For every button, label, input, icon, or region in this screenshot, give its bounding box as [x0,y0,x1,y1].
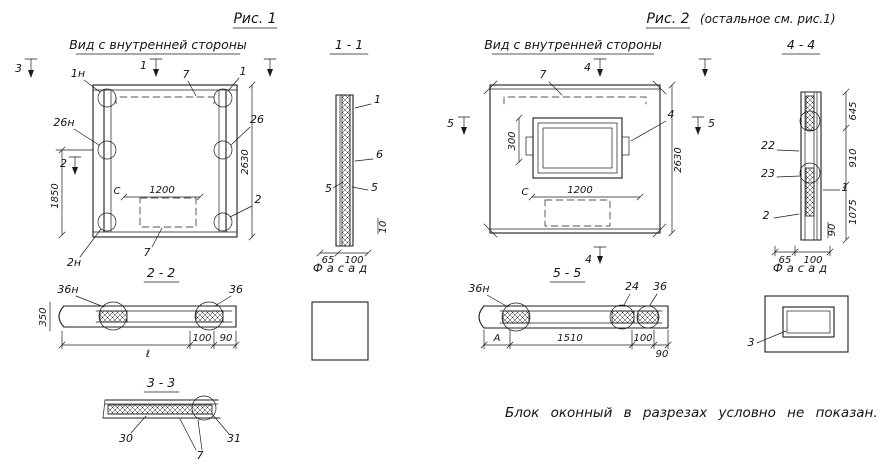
fig2-section-4-4: 22 23 1 2 645 910 1075 90 65 [761,88,859,266]
fig1-sec22-dim-100: 100 [192,333,211,344]
fig2-facade-callout-3: 3 [748,336,755,349]
fig2-sec55-callout-36: 36 [653,280,667,293]
fig2: Рис. 2 (остальное см. рис.1) Вид с внутр… [447,11,878,421]
fig2-sec44-dim-65: 65 [779,255,792,266]
fig1-sec11-callout-5b: 5 [371,181,378,194]
fig2-mark-4-top: 4 [584,61,591,74]
fig2-sec55-dim-a: А [493,333,501,344]
fig2-sec55-dim-100: 100 [633,333,652,344]
fig2-title: Рис. 2 [646,11,689,27]
fig1-sec11-dim-10: 10 [378,221,389,234]
fig1: Рис. 1 Вид с внутренней стороны 1 - 1 3 … [15,11,389,462]
fig1-section-1-1: 1 6 5 5 65 100 10 [316,93,389,266]
fig2-sec44-dim-910: 910 [848,148,859,167]
fig1-dim-c-label: С [114,186,121,197]
fig1-sec11-dim-65: 65 [322,255,335,266]
fig2-section-5-5: 5 - 5 36н 24 36 [468,265,672,360]
fig2-sec55-dim-90: 90 [656,349,669,360]
fig2-dim-1200: 1200 [567,185,592,196]
fig2-mark-5-right: 5 [708,117,715,130]
fig2-sec44-dim-100: 100 [803,255,822,266]
fig1-callout-26: 26 [250,113,264,126]
fig1-sec33-callout-30: 30 [119,432,133,445]
fig1-sec22-callout-36: 36 [229,283,243,296]
fig1-callout-7-top: 7 [183,68,190,81]
fig1-dim-1850: 1850 [50,183,61,208]
fig1-section-2-2: 2 - 2 36н 36 350 [38,265,243,360]
fig2-view-label: Вид с внутренней стороны [484,37,662,52]
fig1-sec33-callout-31: 31 [227,432,241,445]
fig1-sec22-dim-90: 90 [220,333,233,344]
fig2-sec44-dim-645: 645 [848,101,859,120]
fig2-dim-2630: 2630 [673,147,684,172]
fig1-mark-1: 1 [140,59,147,72]
fig1-callout-1n: 1н [71,67,85,80]
fig2-section-marks: 4 5 5 4 [447,58,715,266]
fig1-dim-1200: 1200 [149,185,174,196]
fig1-sec22-title: 2 - 2 [147,265,175,280]
fig1-mark-3: 3 [15,62,22,75]
fig1-callout-26n: 26н [53,116,74,129]
fig1-section-marks: 3 1 2 [15,58,277,175]
fig1-sec33-title: 3 - 3 [147,375,175,390]
fig1-title: Рис. 1 [233,11,276,27]
fig2-sec44-dim-1075: 1075 [848,199,859,224]
fig2-dim-c-label: С [522,187,529,198]
fig1-callout-2n: 2н [67,256,81,269]
fig1-sec22-callout-36n: 36н [57,283,78,296]
fig2-mark-5-left: 5 [447,117,454,130]
fig1-sec33-callout-7: 7 [197,449,204,462]
fig2-callout-4: 4 [668,108,675,121]
fig1-callout-2: 2 [255,193,262,206]
fig1-dim-2630: 2630 [240,149,251,174]
fig1-sec11-callout-5a: 5 [325,182,332,195]
fig2-sec44-callout-2: 2 [763,209,770,222]
fig1-sec22-dim-length: ℓ [146,349,150,360]
fig1-facade-label: Фасад [313,261,371,275]
fig2-sec44-title: 4 - 4 [787,37,815,52]
fig2-sec55-title: 5 - 5 [553,265,581,280]
fig2-dim-300: 300 [507,131,518,150]
fig1-facade: Фасад [311,261,371,361]
fig2-facade-label: Фасад [773,261,831,275]
fig2-sec44-callout-23: 23 [761,167,775,180]
fig2-subtitle: (остальное см. рис.1) [700,12,836,26]
fig2-sec55-callout-24: 24 [625,280,639,293]
fig2-facade: Фасад 3 [748,261,849,353]
fig1-sec11-title: 1 - 1 [335,37,363,52]
fig2-sec44-callout-1: 1 [842,181,849,194]
fig1-sec11-dim-100: 100 [344,255,363,266]
note-text: Блок оконный в разрезах условно не показ… [505,405,878,421]
fig2-sec55-callout-36n: 36н [468,282,489,295]
fig2-mark-4-bottom: 4 [585,253,592,266]
fig1-mark-2: 2 [60,157,67,170]
fig2-plan-view: 7 4 300 С 1200 2630 [483,68,684,238]
fig1-sec11-callout-1: 1 [374,93,381,106]
fig1-callout-7-bottom: 7 [144,246,151,259]
fig1-sec22-dim-350: 350 [38,307,49,326]
fig2-callout-7: 7 [540,68,547,81]
fig1-callout-1: 1 [240,65,247,78]
fig2-sec44-callout-22: 22 [761,139,775,152]
fig1-plan-view: 1н 1 26н 26 2н 2 7 7 С 1200 1850 [50,65,264,269]
fig2-sec55-dim-1510: 1510 [557,333,582,344]
fig2-sec44-dim-90: 90 [827,224,838,237]
fig1-section-3-3: 3 - 3 30 31 7 [102,375,241,462]
fig1-sec11-callout-6: 6 [376,148,383,161]
fig1-view-label: Вид с внутренней стороны [69,37,247,52]
